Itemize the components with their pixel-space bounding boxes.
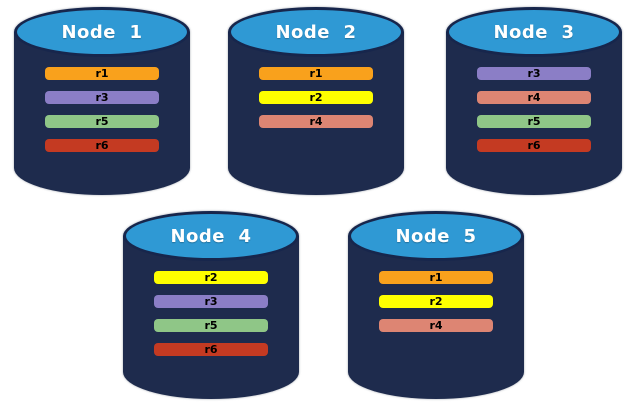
replica-bar-r3: r3 [154,295,268,308]
replica-bar-r5: r5 [477,115,591,128]
database-node: Node 2 r1 r2 r4 [228,7,404,195]
database-node: Node 5 r1 r2 r4 [348,211,524,399]
replica-bar-r5: r5 [45,115,159,128]
node-top-ellipse: Node 1 [14,7,190,57]
replica-list: r1 r2 r4 [228,67,404,139]
replica-bar-r3: r3 [45,91,159,104]
replica-bar-r2: r2 [259,91,373,104]
node-label: Node 3 [493,21,575,43]
replica-bar-r1: r1 [45,67,159,80]
replica-bar-r2: r2 [154,271,268,284]
replica-list: r3 r4 r5 r6 [446,67,622,163]
node-slot-1: Node 1 r1 r3 r5 r6 [14,7,190,195]
node-slot-2: Node 2 r1 r2 r4 [228,7,404,195]
node-cylinder-body [123,236,299,399]
replica-bar-r2: r2 [379,295,493,308]
replica-bar-r1: r1 [259,67,373,80]
replica-bar-r3: r3 [477,67,591,80]
replica-bar-r4: r4 [379,319,493,332]
replica-list: r1 r3 r5 r6 [14,67,190,163]
database-node: Node 3 r3 r4 r5 r6 [446,7,622,195]
database-node: Node 4 r2 r3 r5 r6 [123,211,299,399]
node-label: Node 2 [275,21,357,43]
replica-bar-r6: r6 [154,343,268,356]
replica-bar-r4: r4 [477,91,591,104]
node-slot-3: Node 3 r3 r4 r5 r6 [446,7,622,195]
node-top-ellipse: Node 5 [348,211,524,261]
replica-list: r2 r3 r5 r6 [123,271,299,367]
node-label: Node 1 [61,21,143,43]
node-slot-5: Node 5 r1 r2 r4 [348,211,524,399]
database-node: Node 1 r1 r3 r5 r6 [14,7,190,195]
node-slot-4: Node 4 r2 r3 r5 r6 [123,211,299,399]
replica-bar-r1: r1 [379,271,493,284]
node-top-ellipse: Node 3 [446,7,622,57]
replica-bar-r6: r6 [477,139,591,152]
node-top-ellipse: Node 4 [123,211,299,261]
node-cylinder-body [348,236,524,399]
node-label: Node 4 [170,225,252,247]
node-cylinder-body [228,32,404,195]
node-cylinder-body [14,32,190,195]
node-cylinder-body [446,32,622,195]
replica-bar-r6: r6 [45,139,159,152]
node-label: Node 5 [395,225,477,247]
node-top-ellipse: Node 2 [228,7,404,57]
replica-bar-r5: r5 [154,319,268,332]
replica-bar-r4: r4 [259,115,373,128]
replica-list: r1 r2 r4 [348,271,524,343]
